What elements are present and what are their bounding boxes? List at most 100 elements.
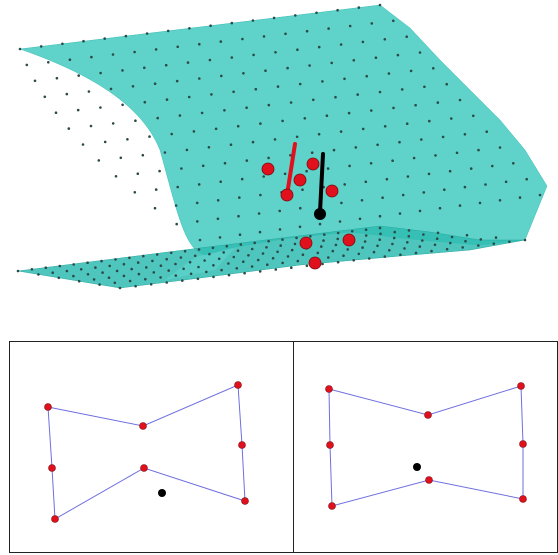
grid-dot <box>114 175 118 178</box>
grid-dot <box>218 236 222 239</box>
control-point[interactable] <box>139 422 147 430</box>
grid-dot <box>296 48 299 51</box>
grid-dot <box>212 264 215 267</box>
grid-dot <box>289 154 292 157</box>
grid-dot <box>436 231 440 235</box>
grid-dot <box>67 127 71 130</box>
control-point[interactable] <box>44 403 52 411</box>
probe-point[interactable] <box>314 208 326 220</box>
grid-dot <box>406 241 409 244</box>
control-point[interactable] <box>519 440 527 448</box>
control-point[interactable] <box>424 411 432 419</box>
control-point[interactable] <box>328 502 336 510</box>
grid-dot <box>317 45 321 49</box>
control-point[interactable] <box>519 495 527 503</box>
grid-dot <box>222 251 225 254</box>
grid-dot <box>39 45 43 48</box>
control-point[interactable] <box>517 382 525 390</box>
grid-dot <box>220 74 223 78</box>
grid-dot <box>385 177 389 181</box>
grid-dot <box>401 193 405 197</box>
lower-surface <box>17 225 526 289</box>
grid-dot <box>357 6 361 9</box>
grid-dot <box>458 98 462 102</box>
grid-dot <box>201 164 205 168</box>
grid-dot <box>448 169 452 173</box>
grid-dot <box>214 127 218 131</box>
grid-dot <box>205 270 208 274</box>
grid-dot <box>383 125 387 128</box>
grid-dot <box>298 82 302 86</box>
left-control-points <box>44 381 249 523</box>
grid-dot <box>461 246 465 249</box>
grid-dot <box>512 162 515 165</box>
control-point[interactable] <box>325 385 333 393</box>
control-point[interactable] <box>342 233 356 247</box>
grid-dot <box>44 266 48 270</box>
grid-dot <box>153 82 157 85</box>
control-point[interactable] <box>48 464 56 472</box>
grid-dot <box>193 254 197 258</box>
grid-dot <box>436 101 440 104</box>
probe-point[interactable] <box>158 489 166 497</box>
control-point[interactable] <box>261 162 275 176</box>
control-point[interactable] <box>51 515 59 523</box>
grid-dot <box>305 264 309 268</box>
grid-dot <box>103 37 106 40</box>
control-point[interactable] <box>326 441 334 449</box>
grid-dot <box>414 251 418 255</box>
grid-dot <box>391 159 394 162</box>
grid-dot <box>271 256 275 260</box>
control-point[interactable] <box>241 497 249 505</box>
grid-dot <box>227 262 230 265</box>
grid-dot <box>175 222 178 226</box>
grid-dot <box>245 106 248 109</box>
grid-dot <box>363 240 367 243</box>
grid-dot <box>379 232 382 236</box>
grid-dot <box>137 272 141 276</box>
right-projection-panel[interactable] <box>293 341 558 553</box>
control-point[interactable] <box>280 188 294 202</box>
grid-dot <box>321 80 324 83</box>
grid-dot <box>149 283 153 286</box>
upper-surface <box>19 4 548 256</box>
grid-dot <box>420 138 423 141</box>
grid-dot <box>111 53 115 56</box>
control-point[interactable] <box>425 476 433 484</box>
control-point[interactable] <box>140 464 148 472</box>
grid-dot <box>156 116 159 120</box>
grid-dot <box>121 69 124 72</box>
grid-dot <box>216 199 220 202</box>
grid-dot <box>278 209 282 213</box>
surface-3d-view[interactable] <box>0 0 558 300</box>
grid-dot <box>197 183 201 186</box>
control-point[interactable] <box>306 157 320 171</box>
grid-dot <box>445 247 449 251</box>
grid-dot <box>109 87 113 91</box>
grid-dot <box>398 212 402 215</box>
grid-dot <box>143 66 146 70</box>
grid-dot <box>245 159 249 162</box>
left-projection-panel[interactable] <box>9 341 294 553</box>
grid-dot <box>409 69 413 73</box>
grid-dot <box>286 255 290 258</box>
grid-dot <box>321 262 324 266</box>
grid-dot <box>330 61 334 65</box>
grid-dot <box>259 122 262 125</box>
grid-dot <box>378 3 382 7</box>
grid-dot <box>478 201 482 205</box>
grid-dot <box>352 59 356 62</box>
control-point[interactable] <box>293 173 307 187</box>
grid-dot <box>276 250 279 254</box>
control-point[interactable] <box>238 441 246 449</box>
control-point[interactable] <box>308 256 322 270</box>
control-point[interactable] <box>325 184 339 198</box>
grid-dot <box>133 50 136 54</box>
control-point[interactable] <box>234 381 242 389</box>
grid-dot <box>316 251 320 255</box>
surface-svg <box>16 3 548 290</box>
control-point[interactable] <box>299 236 313 250</box>
grid-dot <box>90 55 93 59</box>
probe-point[interactable] <box>413 463 421 471</box>
grid-dot <box>378 226 382 230</box>
